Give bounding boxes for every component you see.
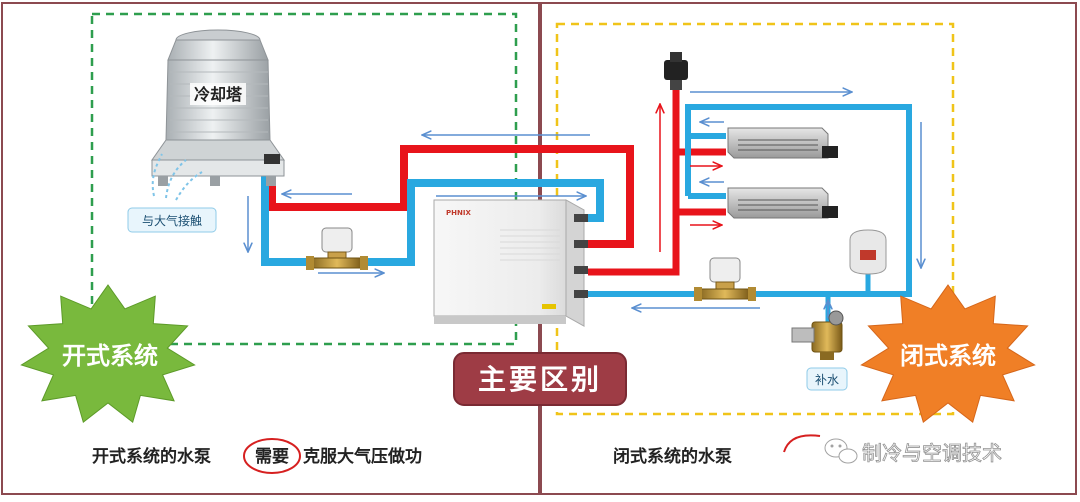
open-system-burst: 开式系统 [20,284,196,424]
fan-coil-icon [727,127,838,159]
main-difference-label: 主要区别 [478,363,602,396]
wechat-icon [824,438,858,464]
makeup-water-badge [806,367,848,391]
watermark-text: 制冷与空调技术 [862,441,1002,465]
main-difference-badge [453,352,627,406]
makeup-water-label: 补水 [815,373,839,387]
circle-mark [243,438,301,474]
closed-system-label: 闭式系统 [900,342,996,370]
open-hot-pipe [268,145,634,248]
air-contact-label: 与大气接触 [142,213,202,228]
circle-mark [783,434,821,453]
expansion-tank-icon [849,229,887,275]
unit-brand-label: PHNIX [446,209,471,217]
watermark: 制冷与空调技术 [824,438,1002,465]
flow-arrows [248,92,921,318]
closed-caption-prefix: 闭式系统的水泵 [613,446,732,467]
cooling-tower-icon: 冷却塔 [151,29,285,186]
air-contact-badge [127,207,217,233]
makeup-valve-icon [791,310,844,360]
open-caption-suffix: 克服大气压做功 [303,446,422,467]
heat-pump-unit-icon: PHNIX [433,199,588,327]
open-caption: 开式系统的水泵 需要 克服大气压做功 [92,438,422,474]
open-system-pipes [261,145,634,266]
open-caption-prefix: 开式系统的水泵 [92,446,211,467]
water-pump-icon [694,257,756,301]
fan-coil-icon [727,187,838,219]
water-pump-icon [306,227,368,270]
open-caption-circled: 需要 [255,447,289,467]
cooling-tower-label: 冷却塔 [194,85,243,104]
tower-label-box [190,83,246,105]
air-vent-icon [664,52,688,90]
open-cold-pipe [261,166,604,266]
right-panel-border [540,2,1077,495]
open-system-label: 开式系统 [62,342,158,370]
closed-system-burst: 闭式系统 [860,284,1036,424]
air-mist-icon [151,153,203,201]
closed-caption: 闭式系统的水泵 [613,434,821,467]
